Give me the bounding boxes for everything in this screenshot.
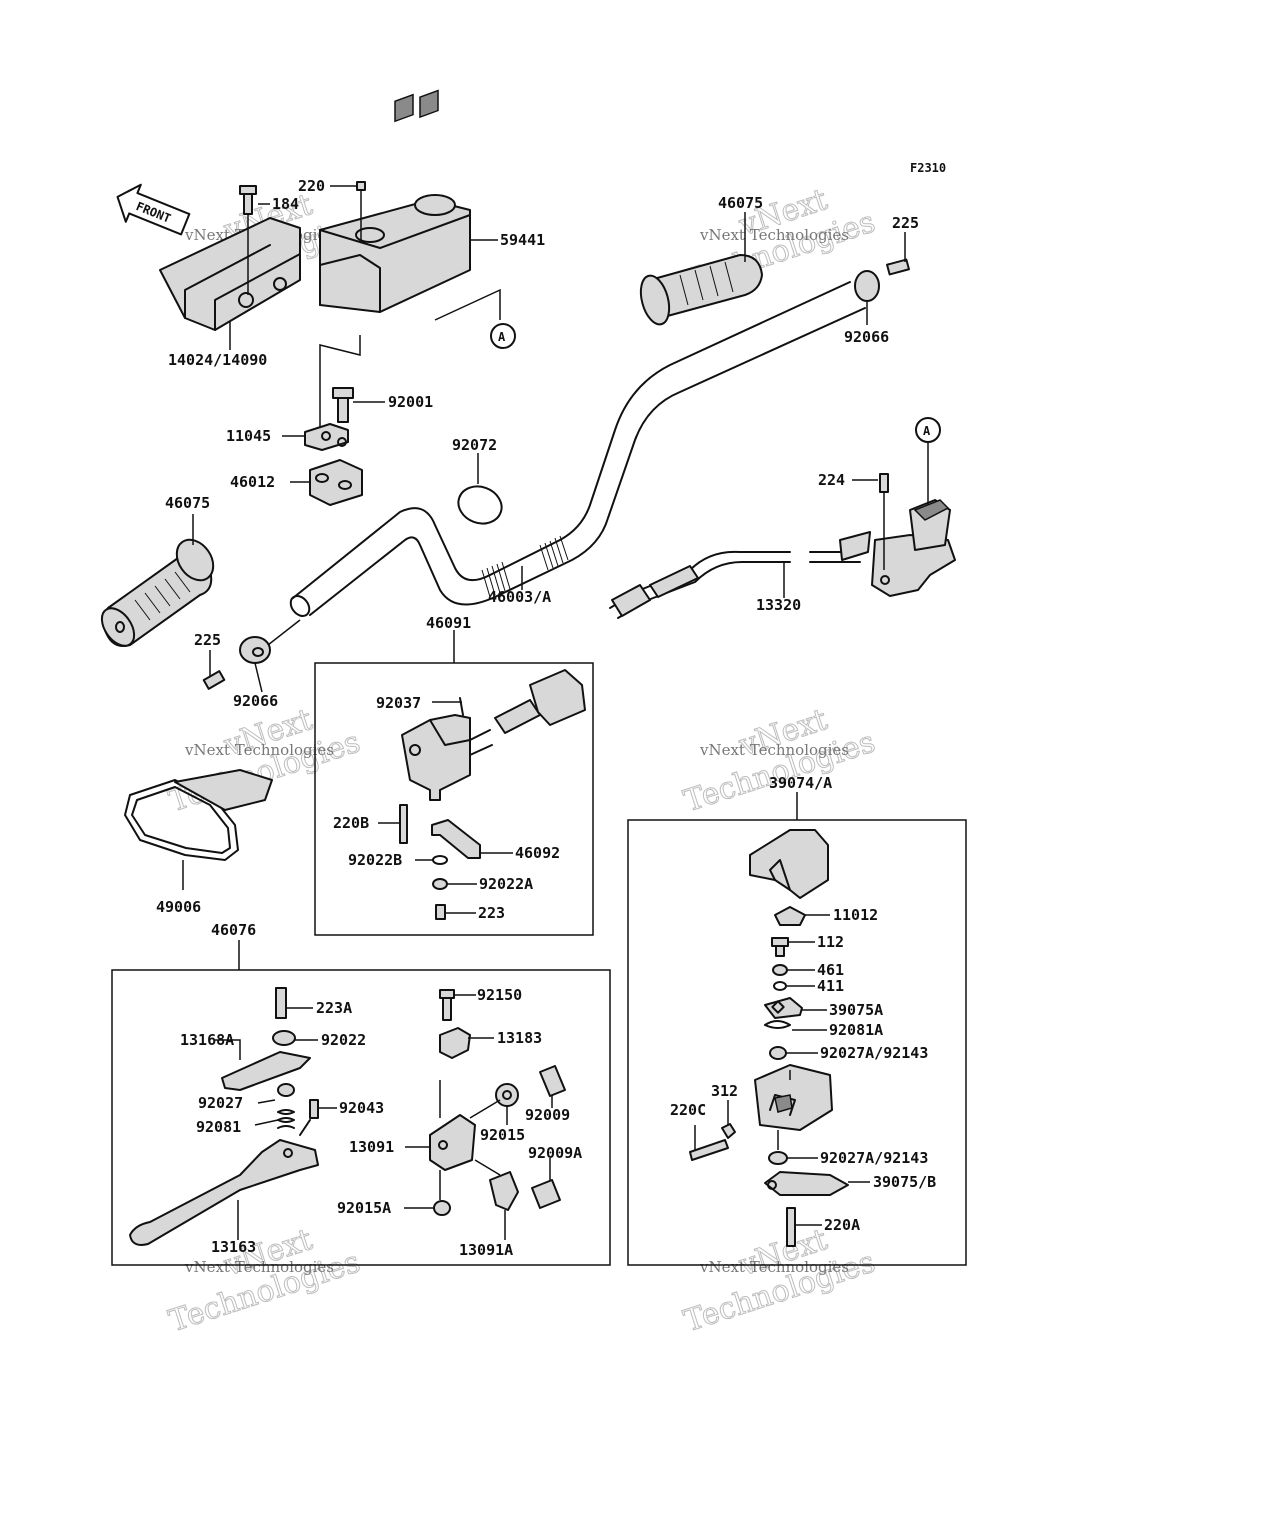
label-92043: 92043 bbox=[339, 1099, 384, 1117]
label-46091: 46091 bbox=[426, 614, 471, 632]
label-39075B: 39075/B bbox=[873, 1173, 936, 1191]
label-92150: 92150 bbox=[477, 986, 522, 1004]
label-92072: 92072 bbox=[452, 436, 497, 454]
bar-end-right bbox=[854, 232, 910, 325]
watermark-caption: vNext Technologies bbox=[699, 1258, 849, 1276]
label-13091: 13091 bbox=[349, 1138, 394, 1156]
clip-92072 bbox=[457, 453, 503, 525]
label-92066-left: 92066 bbox=[233, 692, 278, 710]
bracket-14024 bbox=[159, 185, 301, 350]
lever-perch-parts bbox=[404, 989, 566, 1240]
switch-46091-group bbox=[314, 630, 594, 936]
throttle-case-39074-group bbox=[627, 792, 967, 1266]
label-11012: 11012 bbox=[833, 906, 878, 924]
label-39074: 39074/A bbox=[769, 774, 832, 792]
watermark-caption: vNext Technologies bbox=[184, 741, 334, 759]
label-224: 224 bbox=[818, 471, 845, 489]
watermark-caption: vNext Technologies bbox=[699, 226, 849, 244]
label-184: 184 bbox=[272, 195, 299, 213]
label-220C: 220C bbox=[670, 1101, 706, 1119]
label-92001: 92001 bbox=[388, 393, 433, 411]
label-411: 411 bbox=[817, 977, 844, 995]
label-220B: 220B bbox=[333, 814, 369, 832]
callout-letter: A bbox=[923, 424, 931, 438]
label-46012: 46012 bbox=[230, 473, 275, 491]
grip-left-46075 bbox=[100, 514, 215, 647]
figure-code: F2310 bbox=[910, 161, 946, 175]
bar-end-left bbox=[202, 619, 301, 693]
label-46076: 46076 bbox=[211, 921, 256, 939]
label-46075-left: 46075 bbox=[165, 494, 210, 512]
label-92066-right: 92066 bbox=[844, 328, 889, 346]
label-223: 223 bbox=[478, 904, 505, 922]
lever-46076-group bbox=[111, 940, 611, 1266]
callout-a-top: A bbox=[490, 323, 516, 349]
label-46092: 46092 bbox=[515, 844, 560, 862]
label-13091A: 13091A bbox=[459, 1241, 513, 1259]
label-92027A-92143-top: 92027A/92143 bbox=[820, 1044, 928, 1062]
label-92027A-92143-bottom: 92027A/92143 bbox=[820, 1149, 928, 1167]
label-59441: 59441 bbox=[500, 231, 545, 249]
callout-a-right: A bbox=[915, 417, 941, 443]
label-14024: 14024/14090 bbox=[168, 351, 267, 369]
label-92081A: 92081A bbox=[829, 1021, 883, 1039]
label-49006: 49006 bbox=[156, 898, 201, 916]
front-label: FRONT bbox=[134, 199, 173, 226]
label-13183: 13183 bbox=[497, 1029, 542, 1047]
label-13168A: 13168A bbox=[180, 1031, 234, 1049]
front-arrow: FRONT bbox=[116, 183, 191, 236]
label-46003: 46003/A bbox=[488, 588, 551, 606]
label-13163: 13163 bbox=[211, 1238, 256, 1256]
callout-letter: A bbox=[498, 330, 506, 344]
clamp-46012 bbox=[282, 335, 385, 506]
watermark-caption: vNext Technologies bbox=[699, 741, 849, 759]
label-92009A: 92009A bbox=[528, 1144, 582, 1162]
label-225-left: 225 bbox=[194, 631, 221, 649]
label-461: 461 bbox=[817, 961, 844, 979]
label-92037: 92037 bbox=[376, 694, 421, 712]
throttle-housing bbox=[839, 443, 956, 597]
label-225-right: 225 bbox=[892, 214, 919, 232]
label-92015A: 92015A bbox=[337, 1199, 391, 1217]
label-92015: 92015 bbox=[480, 1126, 525, 1144]
label-39075A: 39075A bbox=[829, 1001, 883, 1019]
grip-right-46075 bbox=[639, 212, 763, 326]
label-11045: 11045 bbox=[226, 427, 271, 445]
label-312: 312 bbox=[711, 1082, 738, 1100]
label-92081: 92081 bbox=[196, 1118, 241, 1136]
label-112: 112 bbox=[817, 933, 844, 951]
label-13320: 13320 bbox=[756, 596, 801, 614]
guard-49006 bbox=[124, 769, 273, 890]
label-220: 220 bbox=[298, 177, 325, 195]
cover-59441 bbox=[319, 89, 501, 321]
label-92022: 92022 bbox=[321, 1031, 366, 1049]
label-220A: 220A bbox=[824, 1216, 860, 1234]
label-223A: 223A bbox=[316, 999, 352, 1017]
label-92022A: 92022A bbox=[479, 875, 533, 893]
watermark-caption: vNext Technologies bbox=[184, 1258, 334, 1276]
label-92027: 92027 bbox=[198, 1094, 243, 1112]
throttle-cable-13320 bbox=[609, 550, 861, 619]
label-46075-right: 46075 bbox=[718, 194, 763, 212]
label-92022B: 92022B bbox=[348, 851, 402, 869]
handlebar-46003 bbox=[289, 281, 866, 617]
label-92009: 92009 bbox=[525, 1106, 570, 1124]
